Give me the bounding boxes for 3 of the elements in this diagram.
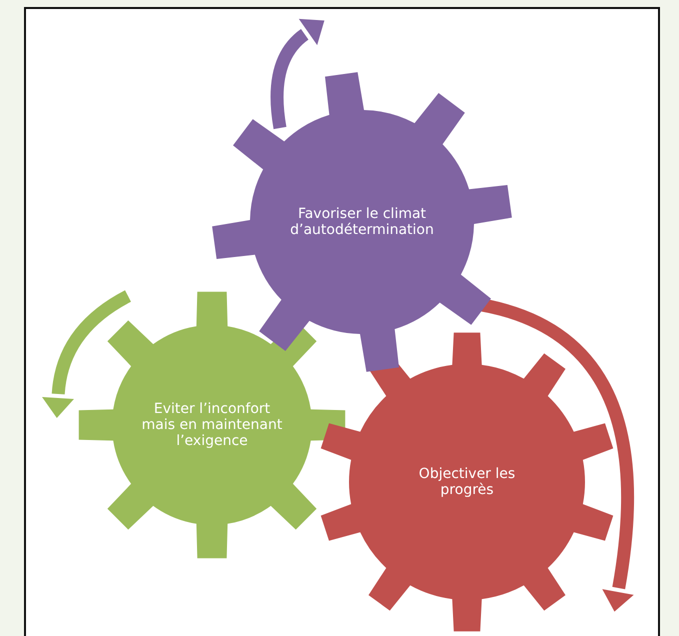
gear-label: Favoriser le climat d’autodétermination: [289, 206, 435, 238]
gear-label: Eviter l’inconfort mais en maintenant l’exigence: [140, 400, 284, 450]
gear-label: Objectiver les progrès: [418, 466, 516, 498]
